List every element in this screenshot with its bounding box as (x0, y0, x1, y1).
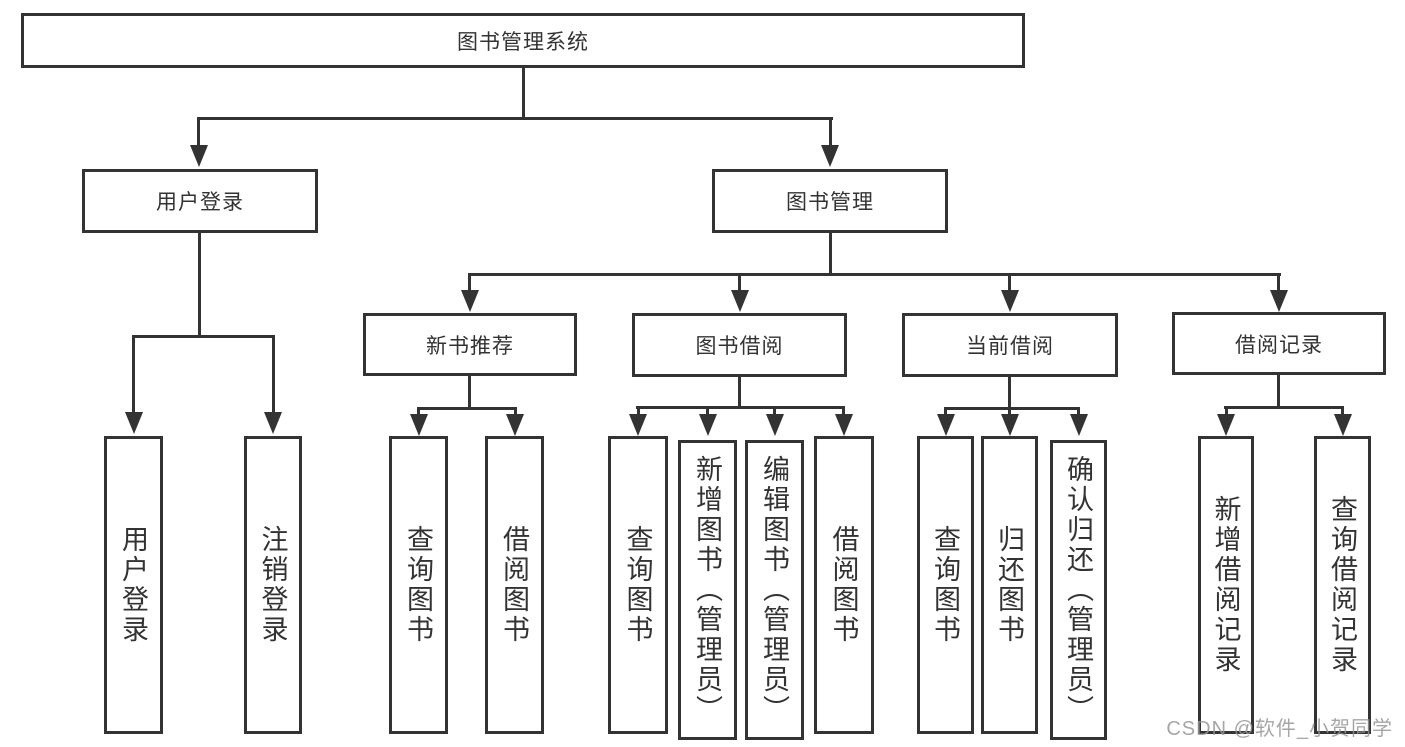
leaf-cb-confirm-return-label: 确认归还（管理员） (1063, 455, 1093, 725)
leaf-nb-query-books-label: 查询图书 (403, 525, 433, 645)
arrow-rc-add-shaft (1225, 406, 1228, 418)
arrow-rc-query-head (1334, 414, 1352, 436)
arrow-ul-login-head (125, 412, 143, 434)
node-book-mgmt-label: 图书管理 (786, 191, 874, 214)
arrow-bw-edit-head (766, 414, 784, 436)
leaf-bw-query-books: 查询图书 (608, 436, 668, 734)
leaf-cb-return-books-label: 归还图书 (994, 525, 1024, 645)
arrow-nb-query-shaft (417, 407, 420, 418)
leaf-cb-query-books: 查询图书 (917, 436, 974, 734)
node-user-login: 用户登录 (82, 169, 318, 233)
arrow-current-shaft (1008, 276, 1011, 292)
leaf-rc-query-record: 查询借阅记录 (1314, 436, 1371, 734)
connector-records-branch (1224, 406, 1344, 409)
node-user-login-label: 用户登录 (156, 191, 244, 214)
arrow-cb-return-shaft (1008, 407, 1011, 418)
arrow-rc-query-shaft (1341, 406, 1344, 418)
leaf-rc-add-record-label: 新增借阅记录 (1210, 495, 1241, 675)
connector-user-login-branch (132, 335, 275, 338)
arrow-bw-borrow-head (835, 414, 853, 436)
connector-borrowing-branch (636, 406, 845, 409)
node-root-label: 图书管理系统 (457, 30, 589, 54)
arrow-new-books-head (461, 290, 479, 312)
node-new-books: 新书推荐 (363, 313, 577, 376)
arrow-bw-query-shaft (637, 406, 640, 418)
leaf-user-login-label: 用户登录 (118, 525, 148, 645)
node-current-label: 当前借阅 (966, 335, 1054, 358)
node-new-books-label: 新书推荐 (426, 334, 514, 358)
leaf-cb-return-books: 归还图书 (981, 436, 1038, 734)
leaf-bw-edit-books-label: 编辑图书（管理员） (759, 455, 789, 725)
arrow-bw-add-head (699, 414, 717, 436)
arrow-user-login-head (190, 145, 208, 167)
arrow-borrowing-shaft (738, 276, 741, 292)
arrow-cb-confirm-head (1070, 414, 1088, 436)
arrow-records-head (1270, 290, 1288, 312)
arrow-book-mgmt-shaft (829, 117, 832, 147)
arrow-nb-query-head (410, 414, 428, 436)
arrow-bw-borrow-shaft (842, 406, 845, 418)
arrow-records-shaft (1277, 276, 1280, 292)
leaf-logout: 注销登录 (244, 436, 302, 734)
arrow-nb-borrow-shaft (514, 407, 517, 418)
leaf-rc-query-record-label: 查询借阅记录 (1327, 495, 1357, 675)
arrow-current-head (1001, 290, 1019, 312)
arrow-bw-add-shaft (706, 406, 709, 418)
connector-root-riser (522, 68, 525, 120)
connector-new-books-branch (417, 407, 517, 410)
node-book-mgmt: 图书管理 (712, 169, 948, 233)
arrow-new-books-shaft (468, 276, 471, 292)
leaf-bw-edit-books: 编辑图书（管理员） (745, 440, 804, 740)
connector-current-branch (944, 407, 1080, 410)
node-records: 借阅记录 (1172, 312, 1386, 375)
connector-book-mgmt-riser (829, 233, 832, 276)
arrow-book-mgmt-head (821, 145, 839, 167)
arrow-rc-add-head (1217, 414, 1235, 436)
node-root: 图书管理系统 (21, 13, 1025, 68)
arrow-bw-edit-shaft (773, 406, 776, 418)
arrow-cb-return-head (1001, 414, 1019, 436)
arrow-user-login-shaft (197, 117, 200, 147)
leaf-cb-confirm-return: 确认归还（管理员） (1050, 440, 1107, 740)
connector-borrowing-riser (738, 377, 741, 409)
connector-current-riser (1008, 377, 1011, 410)
node-borrowing: 图书借阅 (632, 313, 847, 377)
connector-level2-branch (197, 117, 833, 120)
arrow-ul-login-shaft (132, 335, 135, 414)
leaf-logout-label: 注销登录 (257, 525, 288, 645)
node-current: 当前借阅 (902, 313, 1118, 377)
leaf-rc-add-record: 新增借阅记录 (1198, 436, 1254, 734)
leaf-nb-borrow-books-label: 借阅图书 (499, 525, 529, 645)
arrow-ul-logout-shaft (272, 335, 275, 414)
leaf-bw-add-books-label: 新增图书（管理员） (692, 455, 722, 725)
arrow-cb-query-shaft (944, 407, 947, 418)
arrow-nb-borrow-head (506, 414, 524, 436)
leaf-cb-query-books-label: 查询图书 (930, 525, 960, 645)
leaf-bw-add-books: 新增图书（管理员） (678, 440, 737, 740)
leaf-bw-query-books-label: 查询图书 (622, 525, 653, 645)
arrow-ul-logout-head (264, 412, 282, 434)
arrow-cb-confirm-shaft (1077, 407, 1080, 418)
node-records-label: 借阅记录 (1235, 333, 1323, 357)
connector-records-riser (1277, 375, 1280, 409)
connector-user-login-riser (198, 233, 201, 338)
arrow-cb-query-head (937, 414, 955, 436)
leaf-nb-query-books: 查询图书 (389, 436, 448, 734)
arrow-borrowing-head (731, 290, 749, 312)
leaf-user-login: 用户登录 (104, 436, 163, 734)
arrow-bw-query-head (629, 414, 647, 436)
connector-level3-branch (468, 273, 1281, 276)
leaf-bw-borrow-books-label: 借阅图书 (828, 525, 859, 645)
connector-new-books-riser (468, 376, 471, 410)
leaf-nb-borrow-books: 借阅图书 (485, 436, 544, 734)
leaf-bw-borrow-books: 借阅图书 (814, 436, 874, 734)
node-borrowing-label: 图书借阅 (695, 335, 784, 358)
